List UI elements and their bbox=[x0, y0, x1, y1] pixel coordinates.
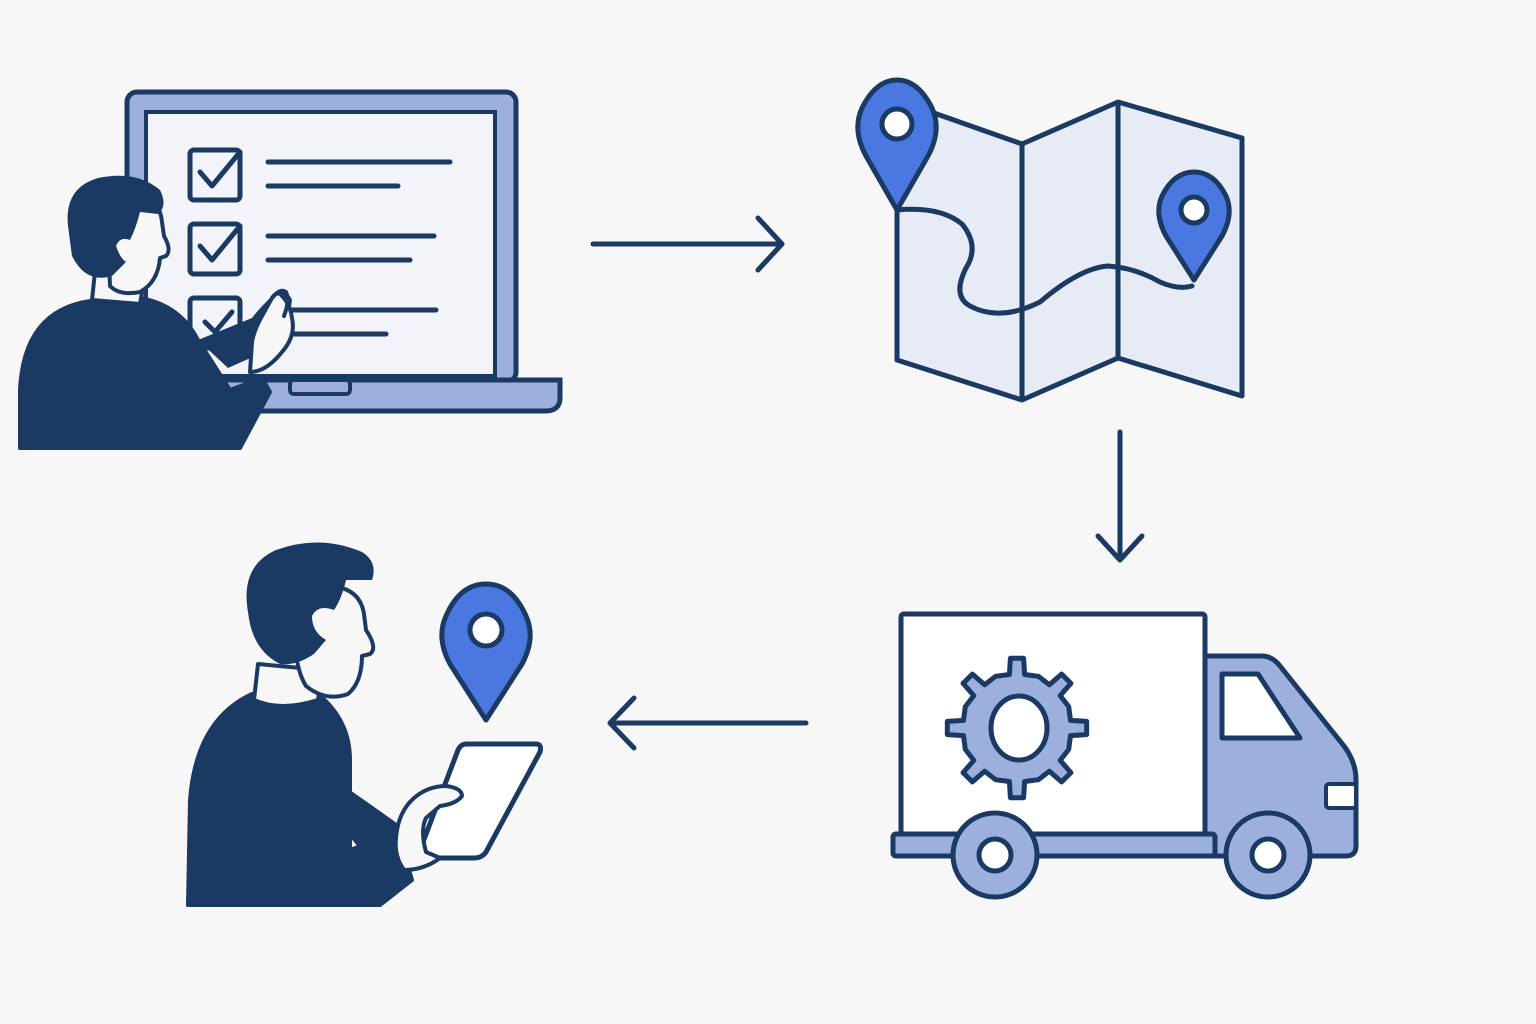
tablet-icon bbox=[416, 741, 543, 861]
hand-icon bbox=[393, 784, 464, 872]
gear-hole bbox=[988, 693, 1050, 763]
arrow-down-icon bbox=[1095, 429, 1145, 563]
location-pin-icon bbox=[855, 77, 939, 213]
checkbox-checked-icon bbox=[187, 147, 243, 203]
location-pin-icon bbox=[1156, 169, 1232, 283]
step-route-planning bbox=[855, 77, 1245, 403]
location-pin-icon bbox=[439, 581, 533, 723]
wheel-icon bbox=[1223, 810, 1313, 900]
step-recipient-tracking bbox=[186, 542, 543, 907]
step-dispatch-truck bbox=[890, 611, 1359, 900]
person-icon bbox=[18, 175, 295, 450]
route-icon bbox=[894, 206, 1195, 316]
arrow-right-icon bbox=[590, 215, 785, 273]
checkbox-checked-icon bbox=[187, 221, 243, 277]
wheel-icon bbox=[950, 810, 1040, 900]
step-order-checklist bbox=[18, 89, 563, 450]
arrow-left-icon bbox=[607, 695, 809, 751]
person-icon bbox=[186, 542, 420, 907]
gear-icon bbox=[944, 655, 1090, 801]
truck-icon bbox=[890, 611, 1359, 900]
map-icon bbox=[894, 97, 1245, 403]
